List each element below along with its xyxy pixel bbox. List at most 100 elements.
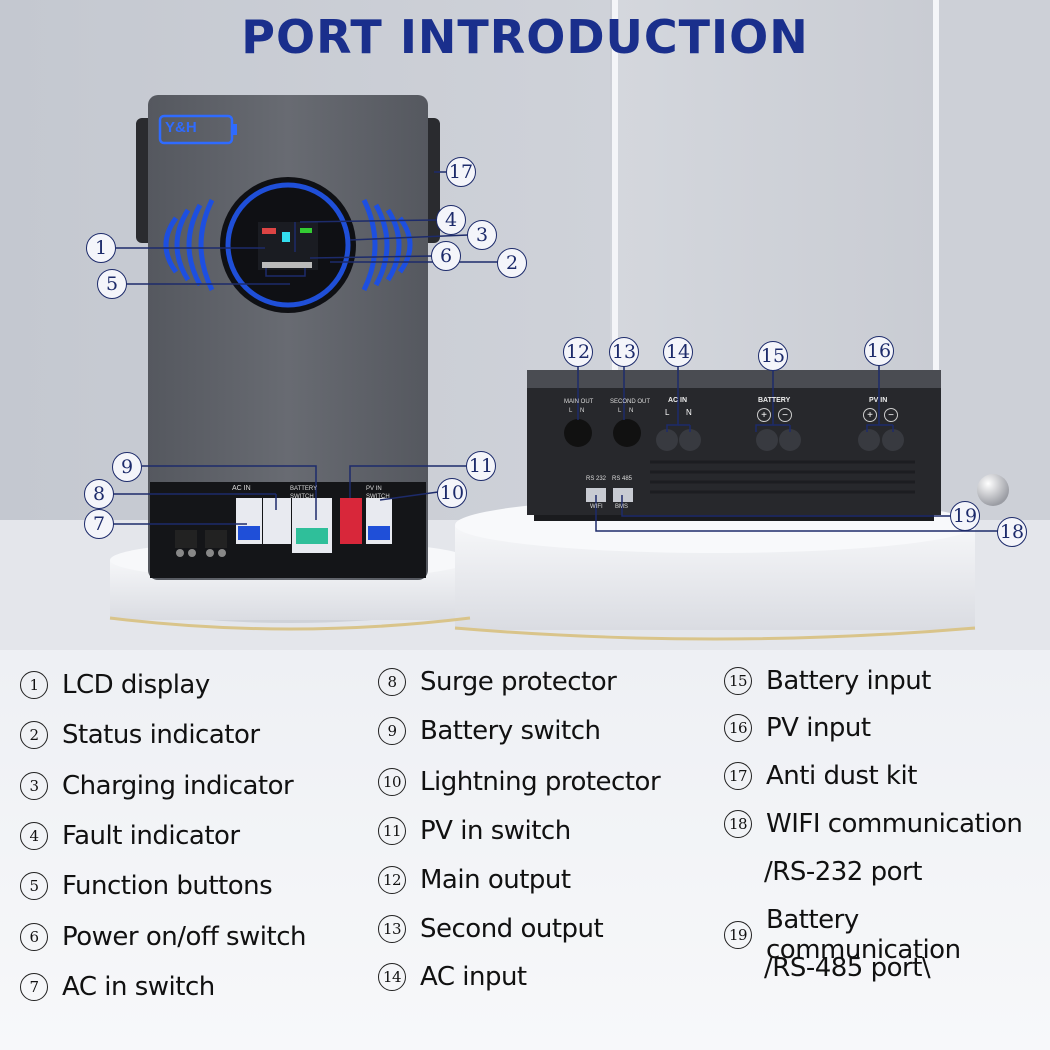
front-device-body bbox=[148, 95, 428, 580]
callout-11: 11 bbox=[466, 451, 496, 481]
legend-label: Charging indicator bbox=[62, 771, 294, 801]
legend-label: Lightning protector bbox=[420, 767, 661, 797]
scene-graphics bbox=[0, 95, 1050, 650]
ac-in-n: N bbox=[686, 408, 692, 417]
label-pv-in: PV IN bbox=[869, 397, 888, 404]
legend-label: LCD display bbox=[62, 670, 210, 700]
legend-number: 5 bbox=[20, 872, 48, 900]
legend-item: 15 Battery input bbox=[724, 666, 931, 696]
legend-number: 19 bbox=[724, 921, 752, 949]
pedestal-gold-rim bbox=[454, 626, 976, 641]
label-rs485: RS 485 bbox=[612, 476, 633, 482]
lightning-protector bbox=[340, 498, 362, 544]
legend-number: 14 bbox=[378, 963, 406, 991]
main-out-n: N bbox=[580, 408, 585, 414]
label-ac-in-front: AC IN bbox=[232, 485, 251, 492]
legend-item: 16 PV input bbox=[724, 713, 871, 743]
callout-18: 18 bbox=[997, 517, 1027, 547]
legend-label: PV input bbox=[766, 713, 871, 743]
legend-label: AC in switch bbox=[62, 972, 215, 1002]
legend-item: 7 AC in switch bbox=[20, 972, 215, 1002]
product-scene: Y&H AC IN BATTERY SWITCH PV IN SWITCH MA… bbox=[0, 0, 1050, 650]
legend-label: Power on/off switch bbox=[62, 922, 307, 952]
legend-item: 13 Second output bbox=[378, 914, 604, 944]
blue-arc-decor bbox=[163, 198, 413, 292]
legend-item: 6 Power on/off switch bbox=[20, 922, 307, 952]
label-ac-in-rear: AC IN bbox=[668, 397, 688, 404]
callout-12: 12 bbox=[563, 337, 593, 367]
legend-label: Function buttons bbox=[62, 871, 273, 901]
callout-13: 13 bbox=[609, 337, 639, 367]
rs485-port bbox=[613, 488, 633, 502]
wall-divider-2 bbox=[933, 0, 939, 650]
pv-minus: − bbox=[884, 408, 898, 422]
legend-item: 10 Lightning protector bbox=[378, 767, 661, 797]
legend-item: 18 WIFI communication bbox=[724, 809, 1023, 839]
legend-item: 11 PV in switch bbox=[378, 816, 571, 846]
callout-1: 1 bbox=[86, 233, 116, 263]
label-second-out: SECOND OUT bbox=[610, 399, 651, 405]
legend-number: 16 bbox=[724, 714, 752, 742]
surge-protector bbox=[263, 498, 291, 544]
callout-9: 9 bbox=[112, 452, 142, 482]
legend-number: 8 bbox=[378, 668, 406, 696]
callout-5: 5 bbox=[97, 269, 127, 299]
legend-number: 11 bbox=[378, 817, 406, 845]
legend-label: /RS-232 port bbox=[764, 857, 922, 887]
callout-2: 2 bbox=[497, 248, 527, 278]
legend-label: Battery communication bbox=[766, 905, 961, 965]
pv-plus: + bbox=[863, 408, 877, 422]
legend-label: AC input bbox=[420, 962, 527, 992]
legend-number: 7 bbox=[20, 973, 48, 1001]
legend-number: 13 bbox=[378, 915, 406, 943]
ac-in-l: L bbox=[665, 408, 670, 417]
legend-number: 6 bbox=[20, 923, 48, 951]
wall-divider bbox=[612, 0, 618, 650]
pearl bbox=[977, 474, 1009, 506]
callout-17: 17 bbox=[446, 157, 476, 187]
legend-number: 18 bbox=[724, 810, 752, 838]
callout-6: 6 bbox=[431, 241, 461, 271]
legend-label: PV in switch bbox=[420, 816, 571, 846]
legend-label: WIFI communication bbox=[766, 809, 1023, 839]
legend-item: 1 LCD display bbox=[20, 670, 210, 700]
legend-number: 1 bbox=[20, 671, 48, 699]
second-out-n: N bbox=[629, 408, 634, 414]
label-bms: BMS bbox=[615, 504, 629, 510]
legend-number: 12 bbox=[378, 866, 406, 894]
callout-7: 7 bbox=[84, 509, 114, 539]
label-pv-in-switch: PV IN SWITCH bbox=[366, 486, 390, 500]
legend-item-continued: /RS-485 port\ bbox=[724, 953, 931, 983]
legend-number: 4 bbox=[20, 822, 48, 850]
legend-item: 4 Fault indicator bbox=[20, 821, 240, 851]
rear-vents bbox=[650, 460, 915, 494]
legend-label: Fault indicator bbox=[62, 821, 240, 851]
brand-logo-tip bbox=[232, 124, 237, 135]
legend-label: Anti dust kit bbox=[766, 761, 917, 791]
legend-label: Second output bbox=[420, 914, 604, 944]
legend-label: Battery switch bbox=[420, 716, 601, 746]
legend-label: Surge protector bbox=[420, 667, 617, 697]
label-rs232: RS 232 bbox=[586, 476, 607, 482]
callout-3: 3 bbox=[467, 220, 497, 250]
legend-number: 15 bbox=[724, 667, 752, 695]
callout-10: 10 bbox=[437, 478, 467, 508]
legend-item: 5 Function buttons bbox=[20, 871, 273, 901]
label-main-out: MAIN OUT bbox=[564, 399, 594, 405]
legend-label: Battery input bbox=[766, 666, 931, 696]
legend-item: 8 Surge protector bbox=[378, 667, 617, 697]
legend-item: 14 AC input bbox=[378, 962, 527, 992]
callout-14: 14 bbox=[663, 337, 693, 367]
function-buttons bbox=[262, 262, 312, 268]
legend-item: 19 Battery communication bbox=[724, 905, 1050, 965]
callout-4: 4 bbox=[436, 205, 466, 235]
pedestal-gold-rim-left bbox=[109, 616, 471, 631]
legend-number: 10 bbox=[378, 768, 406, 796]
legend-number: 2 bbox=[20, 721, 48, 749]
second-out-l: L bbox=[618, 408, 622, 414]
